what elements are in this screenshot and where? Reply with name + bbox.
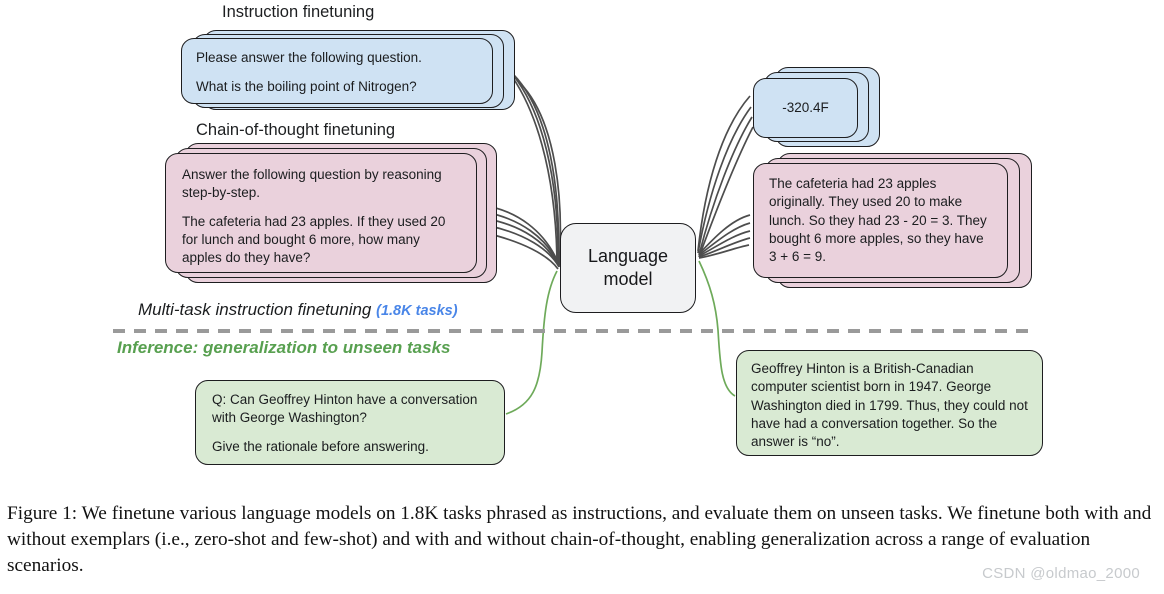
language-model-label: Language model	[587, 245, 669, 289]
instruction-finetuning-title: Instruction finetuning	[222, 3, 375, 21]
instruction-answer-card-stack: -320.4F	[753, 67, 883, 149]
instruction-answer-card: -320.4F	[753, 78, 858, 138]
cot-finetuning-title: Chain-of-thought finetuning	[196, 121, 396, 139]
inference-prompt-instruction: Give the rationale before answering.	[212, 438, 429, 454]
instruction-prompt-card-stack: Please answer the following question. Wh…	[181, 30, 537, 122]
language-model-box: Language model	[560, 223, 696, 313]
multitask-tasks-count: (1.8K tasks)	[376, 303, 458, 319]
multitask-finetuning-text: Multi-task instruction finetuning	[138, 300, 372, 319]
connectors-model-to-instruction-answer	[697, 95, 754, 258]
figure-caption: Figure 1: We finetune various language m…	[7, 501, 1159, 579]
inference-generalization-label: Inference: generalization to unseen task…	[117, 338, 451, 357]
inference-prompt-card: Q: Can Geoffrey Hinton have a conversati…	[195, 380, 505, 465]
instruction-prompt-line-1: Please answer the following question.	[196, 50, 422, 65]
instruction-prompt-card: Please answer the following question. Wh…	[181, 38, 493, 104]
cot-answer-card: The cafeteria had 23 apples originally. …	[753, 163, 1008, 278]
multitask-finetuning-label: Multi-task instruction finetuning (1.8K …	[138, 300, 458, 320]
cot-prompt-card: Answer the following question by reasoni…	[165, 153, 477, 273]
connectors-model-to-cot-answer	[698, 214, 751, 259]
instruction-answer-text: -320.4F	[782, 100, 829, 116]
cot-prompt-question: The cafeteria had 23 apples. If they use…	[182, 213, 446, 265]
watermark: CSDN @oldmao_2000	[982, 565, 1140, 582]
train-inference-divider	[113, 329, 1033, 333]
cot-prompt-card-stack: Answer the following question by reasoni…	[165, 143, 505, 288]
connector-inference-prompt-to-model	[505, 270, 558, 415]
inference-answer-card: Geoffrey Hinton is a British-Canadian co…	[736, 350, 1043, 456]
inference-answer-text: Geoffrey Hinton is a British-Canadian co…	[751, 361, 1028, 450]
inference-prompt-question: Q: Can Geoffrey Hinton have a conversati…	[212, 392, 478, 425]
figure-caption-label: Figure 1:	[7, 503, 78, 524]
cot-answer-card-stack: The cafeteria had 23 apples originally. …	[753, 153, 1035, 293]
cot-prompt-instruction: Answer the following question by reasoni…	[182, 167, 442, 200]
instruction-prompt-line-2: What is the boiling point of Nitrogen?	[196, 78, 417, 94]
cot-answer-text: The cafeteria had 23 apples originally. …	[769, 176, 987, 265]
figure-caption-text: We finetune various language models on 1…	[7, 503, 1152, 576]
